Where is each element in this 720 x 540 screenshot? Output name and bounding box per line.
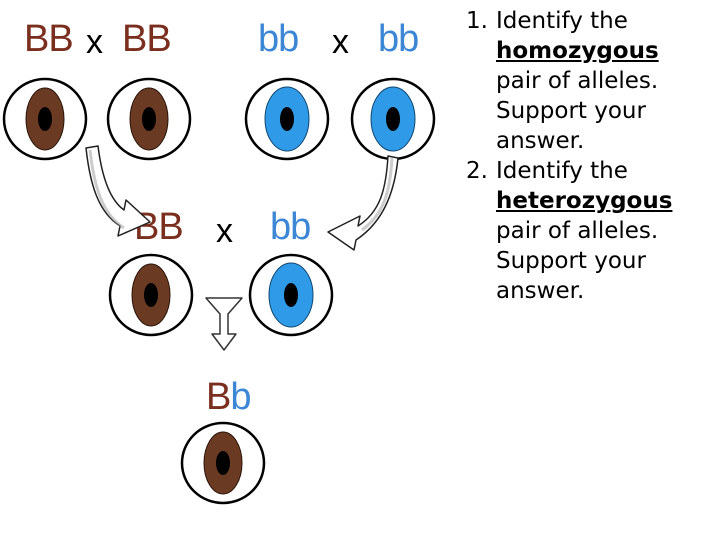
- allele-recessive: b: [230, 376, 251, 418]
- allele-dominant: B: [206, 376, 231, 418]
- cross-symbol: x: [86, 23, 103, 61]
- genotype-label-bb-middle: bb: [270, 206, 311, 248]
- question-text: Identify the: [496, 8, 628, 34]
- brown-eye-icon: [180, 421, 266, 505]
- question-text: answer.: [496, 128, 585, 154]
- brown-eye-icon: [2, 77, 88, 161]
- question-list: 1. Identify the homozygous pair of allel…: [466, 6, 716, 306]
- genotype-label-BB-top-right: BB: [122, 18, 172, 60]
- question-keyword: heterozygous: [496, 188, 673, 214]
- question-text: Support your: [496, 98, 646, 124]
- brown-eye-icon: [108, 253, 194, 337]
- question-text: Support your: [496, 248, 646, 274]
- question-keyword: homozygous: [496, 38, 659, 64]
- blue-eye-icon: [244, 77, 330, 161]
- question-number: 1.: [466, 8, 488, 34]
- blue-eye-icon: [350, 77, 436, 161]
- genotype-label-bb-top-left: bb: [258, 18, 299, 60]
- question-text: pair of alleles.: [496, 218, 659, 244]
- question-item: 2. Identify the heterozygous pair of all…: [466, 156, 716, 306]
- down-arrow-icon: [205, 297, 243, 351]
- genetics-cross-diagram: BB x BB bb x bb BB x bb Bb: [2, 18, 436, 505]
- question-item: 1. Identify the homozygous pair of allel…: [466, 6, 716, 156]
- curved-arrow-left-icon: [327, 155, 399, 251]
- cross-symbol: x: [216, 212, 233, 250]
- question-text: pair of alleles.: [496, 68, 659, 94]
- question-text: answer.: [496, 278, 585, 304]
- blue-eye-icon: [248, 253, 334, 337]
- genotype-label-bb-top-right: bb: [378, 18, 419, 60]
- question-number: 2.: [466, 158, 488, 184]
- curved-arrow-right-icon: [85, 145, 151, 237]
- question-text: Identify the: [496, 158, 628, 184]
- cross-symbol: x: [332, 23, 349, 61]
- brown-eye-icon: [106, 77, 192, 161]
- genotype-label-Bb-offspring: Bb: [206, 376, 252, 418]
- genotype-label-BB-top-left: BB: [24, 18, 74, 60]
